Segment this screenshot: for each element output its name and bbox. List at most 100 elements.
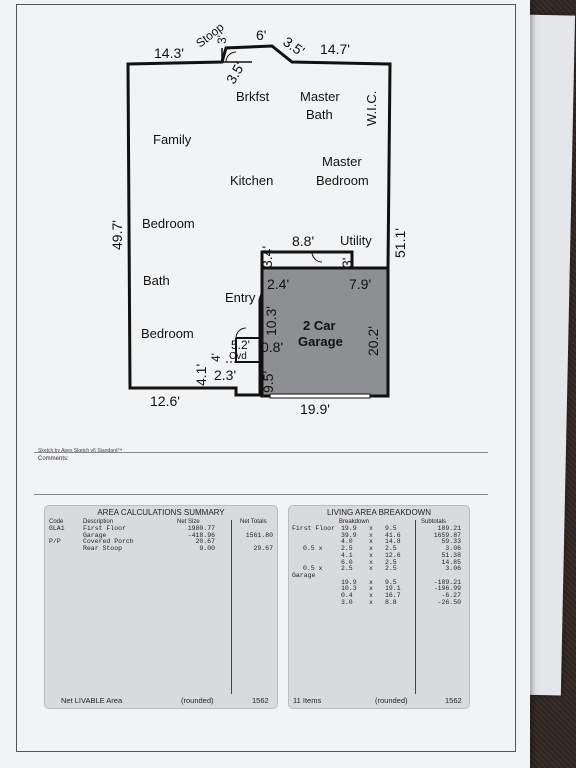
dim-porch-bottom: 2.3' — [214, 367, 236, 383]
header-subtotals: Subtotals — [421, 519, 447, 525]
breakdown-subtotal: -196.99 — [433, 585, 461, 593]
breakdown-value-a: 4.0 — [341, 538, 353, 546]
dim-porch-left: 4' — [209, 353, 223, 362]
dim-left: 49.7' — [109, 220, 125, 250]
dim-stoop-side: 3.5' — [223, 59, 248, 86]
breakdown-times: x — [369, 545, 373, 553]
breakdown-times: x — [369, 538, 373, 546]
breakdown-value-b: 9.5 — [385, 525, 397, 532]
breakdown-value-b: 19.1 — [385, 585, 401, 593]
breakdown-value-a: 10.3 — [341, 585, 357, 593]
dim-garage-left-mid: 10.3' — [263, 306, 279, 336]
dim-garage-left-bottom: 9.5' — [260, 371, 276, 393]
room-bath: Bath — [143, 273, 170, 288]
header-net-totals: Net Totals — [240, 519, 267, 525]
breakdown-times: x — [369, 592, 373, 599]
breakdown-subtotal: 3.06 — [445, 545, 461, 553]
area-row-code: GLA1 — [49, 525, 65, 532]
breakdown-value-a: 6.0 — [341, 558, 353, 566]
porch-door — [235, 327, 247, 339]
breakdown-subtotal: -26.50 — [437, 598, 461, 606]
breakdown-value-b: 14.8 — [385, 538, 401, 546]
floor-plan-sketch: Brkfst Master Bath W.I.C. Family Master … — [109, 20, 408, 417]
page-frame — [16, 4, 516, 752]
net-livable-value: 1562 — [252, 696, 269, 705]
living-breakdown-title: LIVING AREA BREAKDOWN — [326, 508, 432, 517]
room-covered-porch: Cvd — [229, 351, 247, 362]
area-row-net-size: 20.67 — [195, 538, 215, 546]
header-code: Code — [49, 519, 64, 525]
utility-notch — [260, 250, 354, 268]
dim-right: 51.1' — [392, 228, 408, 258]
breakdown-times: x — [369, 578, 373, 586]
living-breakdown-panel: LIVING AREA BREAKDOWN Breakdown Subtotal… — [288, 505, 470, 709]
header-net-size: Net Size — [177, 519, 200, 525]
dim-garage-top-left: 2.4' — [267, 276, 289, 292]
breakdown-times: x — [369, 558, 373, 566]
room-master-bedroom-line2: Bedroom — [316, 173, 369, 188]
breakdown-subtotal: 3.06 — [445, 565, 461, 573]
section-label: Garage — [292, 571, 316, 579]
area-row-net-size: 1980.77 — [187, 525, 215, 532]
room-garage-line1: 2 Car — [303, 318, 336, 333]
area-row-description: Covered Porch — [83, 538, 134, 546]
dim-stoop-top: 3' — [215, 35, 229, 44]
breakdown-times: x — [369, 551, 373, 559]
room-wic: W.I.C. — [364, 91, 379, 126]
breakdown-value-b: 2.5 — [385, 565, 397, 573]
section-label: First Floor — [292, 525, 335, 532]
room-bedroom-1: Bedroom — [142, 216, 195, 231]
breakdown-subtotal: 1659.87 — [433, 531, 461, 539]
breakdown-value-b: 12.6 — [385, 551, 401, 559]
area-row-net-total: 1561.80 — [245, 531, 273, 539]
breakdown-times: x — [369, 525, 373, 532]
area-row-description: Rear Stoop — [83, 545, 123, 553]
room-master-bath-line1: Master — [300, 89, 340, 104]
room-breakfast: Brkfst — [236, 89, 270, 104]
garage-door — [269, 393, 371, 399]
area-row-net-size: 9.00 — [199, 545, 215, 553]
dim-bottom-garage: 19.9' — [300, 401, 330, 417]
breakdown-times: x — [369, 598, 373, 606]
utility-door — [311, 251, 323, 263]
breakdown-value-a: 0.4 — [341, 592, 353, 599]
net-livable-rounded: (rounded) — [181, 696, 214, 705]
divider-bottom — [34, 494, 488, 495]
area-row-description: Garage — [83, 531, 107, 539]
header-breakdown: Breakdown — [339, 519, 370, 525]
breakdown-value-b: 16.7 — [385, 592, 401, 599]
dim-top-left: 14.3' — [154, 45, 184, 61]
area-row-net-size: -418.96 — [187, 531, 215, 539]
dim-top-6: 6' — [256, 27, 266, 43]
garage-area — [260, 266, 390, 398]
area-row-net-total: 29.67 — [253, 545, 273, 553]
area-summary-panel: AREA CALCULATIONS SUMMARY Code Descripti… — [44, 505, 278, 709]
divider-top — [34, 452, 488, 453]
room-bedroom-2: Bedroom — [141, 326, 194, 341]
dim-bottom-left: 12.6' — [150, 393, 180, 409]
breakdown-value-a: 19.9 — [341, 525, 357, 532]
breakdown-subtotal: 51.38 — [441, 551, 461, 559]
net-livable-label: Net LIVABLE Area — [61, 696, 123, 705]
breakdown-subtotal: 59.33 — [441, 538, 461, 546]
items-count: 11 Items — [293, 696, 322, 705]
area-row-code: P/P — [49, 538, 61, 546]
floor-plan-page: Brkfst Master Bath W.I.C. Family Master … — [0, 0, 530, 768]
breakdown-times: x — [369, 585, 373, 593]
area-row-description: First Floor — [83, 525, 126, 532]
breakdown-rounded: (rounded) — [375, 696, 408, 705]
dim-porch-right: 0.8' — [261, 339, 283, 355]
room-family: Family — [153, 132, 192, 147]
room-garage-line2: Garage — [298, 334, 343, 349]
room-master-bedroom-line1: Master — [322, 154, 362, 169]
comments-label: Comments: — [38, 456, 69, 462]
dim-utility-left: 3.4' — [259, 246, 275, 268]
breakdown-multiplier: 0.5 x — [303, 545, 323, 553]
sketch-credit: Sketch by Apex Sketch v6 Standard™ — [38, 448, 123, 454]
breakdown-value-a: 39.9 — [341, 531, 357, 539]
dim-utility-top: 8.8' — [292, 233, 314, 249]
area-summary-title: AREA CALCULATIONS SUMMARY — [97, 508, 225, 517]
dim-utility-right: 3' — [339, 258, 355, 268]
dim-porch-top: 5.2' — [231, 338, 250, 352]
breakdown-value-a: 2.5 — [341, 565, 353, 573]
